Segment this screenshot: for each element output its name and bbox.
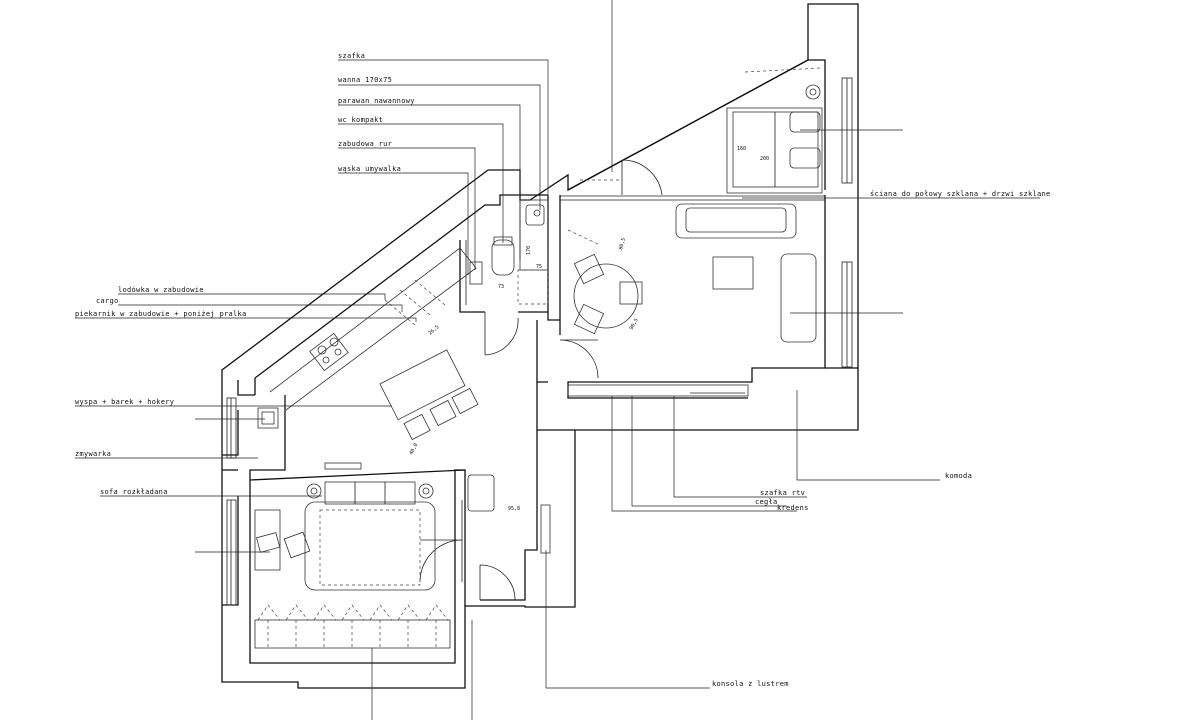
lamp-icon [418,483,434,499]
kitchen: 40,0 26,5 [257,247,479,470]
label-wanna: wanna 170x75 [338,76,392,84]
wall-segment [249,469,466,481]
kitchen-counter [269,247,477,411]
chair [573,253,605,285]
drain-icon [533,209,541,217]
hall-wall [480,430,538,601]
label-wc: wc kompakt [338,116,383,124]
label-zabudowa-rur: zabudowa rur [338,140,392,148]
outer-wall-shell [221,3,859,689]
label-komoda: komoda [945,472,972,480]
wardrobe [254,619,451,649]
desk [254,509,281,571]
sink [257,407,279,429]
lamp-icon [306,483,322,499]
inner-bedroom-wall [567,59,826,191]
label-zmywarka: zmywarka [75,450,111,458]
label-cegla: cegła [755,498,778,506]
leader-lines [75,0,1040,720]
kitchen-west-wall [249,395,286,495]
label-sofa: sofa rozkładana [100,488,168,496]
dim-label: 40,0 [408,442,419,455]
corridor-wall [536,320,548,383]
window [226,499,237,606]
pillow [789,111,821,133]
lower-living-room: 95,8 [254,474,551,649]
wall-segment [536,382,575,431]
coffee-table [712,256,754,290]
inner-diagonal-wall [254,194,548,379]
label-szafka: szafka [338,52,365,60]
label-cargo: cargo [96,297,119,305]
label-konsola: konsola z lustrem [712,680,789,688]
cooktop [309,332,349,372]
bath-west-wall [459,240,485,313]
dim-label: 90,5 [629,318,640,331]
annotation-labels: szafka wanna 170x75 parawan nawannowy wc… [75,52,1051,688]
chair [283,531,311,559]
living-south-wall [567,367,825,399]
chair [619,281,643,305]
sofa [780,253,817,343]
inner-living-wall [824,195,858,369]
bedroom: 200 160 [560,67,825,201]
bathroom: 170 75 73 [465,199,549,305]
dim-label: 75 [536,264,542,270]
wall-segment [237,380,255,396]
pillow [789,147,821,169]
window [226,397,237,459]
lamp-icon [805,84,821,100]
dim-label: 73 [498,284,504,290]
stool [429,399,457,427]
label-sciana: ściana do połowy szklana + drzwi szklane [870,190,1051,198]
lower-room-wall [249,469,466,664]
sideboard [567,384,749,397]
dining-table [573,263,639,329]
stool [451,387,479,415]
sofa [675,203,797,239]
shower-screen [517,269,549,305]
doors [419,159,663,601]
sofa-bed-unfolded [319,509,421,586]
shelf [324,462,362,470]
dim-label: 80,5 [618,237,627,250]
label-kredens: kredens [777,504,809,512]
dim-label: 26,5 [427,324,440,336]
sofa-bed [304,501,436,591]
label-parawan: parawan nawannowy [338,97,415,105]
console [540,504,551,554]
cabinet [467,474,495,512]
label-szafka-rtv: szafka rtv [760,489,805,497]
dim-label: 170 [526,246,532,255]
label-waska-umywalka: wąska umywalka [338,165,401,173]
dim-label: 160 [737,146,746,152]
sofa-back [324,481,416,505]
living-room: 80,5 90,5 [567,203,817,397]
kitchen-island [379,349,466,421]
bath-east-wall [547,195,560,321]
chair [573,303,605,335]
label-lodowka: lodówka w zabudowie [118,286,204,294]
stool [403,413,431,441]
label-wyspa: wyspa + barek + hokery [75,398,174,406]
dim-label: 200 [760,156,769,162]
chair [256,532,281,553]
bed [726,107,823,194]
washbasin [469,261,483,285]
label-piekarnik: piekarnik w zabudowie + poniżej pralka [75,310,247,318]
windows [226,77,853,606]
dim-label: 95,8 [508,506,520,512]
